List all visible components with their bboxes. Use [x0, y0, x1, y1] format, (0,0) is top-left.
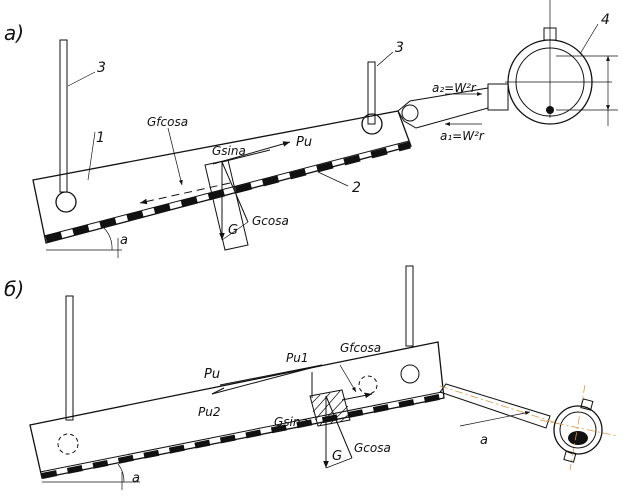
- eccentric-pin-b: [568, 431, 588, 445]
- label-gfcosa-b: Gfcosa: [340, 341, 381, 355]
- force-pu-line-b: [219, 364, 323, 386]
- sieve-segments-a: [45, 141, 411, 243]
- eccentric-inner-b: [559, 411, 597, 449]
- leader-4-a: [579, 23, 599, 55]
- label-pu-a: Pu: [296, 135, 312, 150]
- connecting-rod-b: [439, 383, 551, 429]
- force-triangle-closing-b: [325, 457, 353, 469]
- eccentric-key-bottom-b: [563, 450, 577, 463]
- force-pu2-line-b: [211, 364, 323, 395]
- particle-block-b: [309, 389, 351, 427]
- suspension-rod-right-b: [405, 265, 414, 347]
- eccentric-key-top-b: [580, 398, 594, 411]
- label-gcosa-b: Gcosa: [354, 441, 391, 455]
- angle-arc-a: [103, 227, 113, 251]
- leader-1-a: [87, 131, 96, 181]
- motion-arrow-b: [459, 411, 531, 427]
- sieve-segments-b: [41, 393, 445, 479]
- label-3-right-a: 3: [395, 40, 404, 56]
- eccentric-hub-a: [487, 83, 509, 111]
- label-pu1-b: Pu1: [286, 351, 308, 365]
- pivot-mid-b: [358, 375, 378, 395]
- leader-3-right-a: [376, 51, 394, 67]
- label-1-a: 1: [96, 130, 105, 146]
- label-angle-a: a: [120, 233, 128, 248]
- material-flow-arrow-a: [139, 182, 231, 205]
- panel-label-b: б): [4, 277, 24, 301]
- eccentric-key-a: [543, 27, 557, 41]
- label-gcosa-a: Gcosa: [252, 214, 289, 228]
- label-g-a: G: [228, 223, 238, 238]
- label-gsina-a: Gsina: [212, 144, 246, 158]
- figure-a: а) 1 2 3 3 4 Gfcosa Gsina Pu G Gcosa a a…: [4, 0, 618, 258]
- label-pu-b: Pu: [204, 367, 220, 382]
- label-motion-a-b: a: [480, 433, 488, 448]
- eccentric-outer-b: [553, 405, 603, 455]
- label-gsina-b: Gsina: [274, 415, 308, 429]
- pivot-right-b: [400, 364, 420, 384]
- angle-arc-b: [117, 463, 125, 483]
- sieve-line-b: [39, 391, 443, 473]
- screen-body-a: [32, 110, 412, 244]
- label-angle-b: a: [132, 471, 140, 486]
- eccentric-pin-a: [546, 106, 554, 114]
- force-gcosa-line-b: [325, 395, 353, 459]
- figure-b: б) Pu Pu1 Pu2 Gfcosa Gsina G Gcosa a a: [4, 265, 619, 490]
- panel-label-a: а): [4, 21, 24, 45]
- label-a1: a₁=W²r: [440, 129, 485, 143]
- leader-2-a: [317, 171, 349, 187]
- suspension-rod-right-a: [367, 61, 376, 125]
- label-3-left-a: 3: [97, 60, 106, 76]
- label-pu2-b: Pu2: [198, 405, 220, 419]
- label-gfcosa-a: Gfcosa: [147, 115, 188, 129]
- sieve-line-a: [43, 140, 410, 237]
- force-gfcosa-leader-b: [339, 364, 357, 393]
- pivot-right-a: [361, 113, 383, 135]
- label-4-a: 4: [601, 12, 610, 28]
- suspension-rod-left-b: [65, 295, 74, 421]
- label-g-b: G: [332, 449, 342, 464]
- screen-body-b: [29, 341, 445, 479]
- force-triangle-closing-a: [221, 221, 249, 241]
- force-gfcosa-leader-a: [167, 127, 183, 186]
- force-gsina-arrow-b: [341, 392, 373, 401]
- force-gcosa-line-a: [221, 161, 249, 223]
- leader-3-left-a: [67, 71, 96, 87]
- rod-centerline-b: [439, 385, 561, 425]
- particle-block-a: [204, 159, 249, 251]
- suspension-rod-left-a: [59, 39, 68, 193]
- pivot-left-a: [55, 191, 77, 213]
- label-2-a: 2: [352, 180, 361, 196]
- force-vertex-b: [211, 387, 225, 395]
- rod-joint-a: [401, 104, 419, 122]
- eccentric-haxis-b: [539, 419, 619, 437]
- label-a2: a₂=W²r: [432, 81, 477, 95]
- pivot-left-b: [57, 433, 79, 455]
- force-gsina-line-a: [221, 149, 271, 163]
